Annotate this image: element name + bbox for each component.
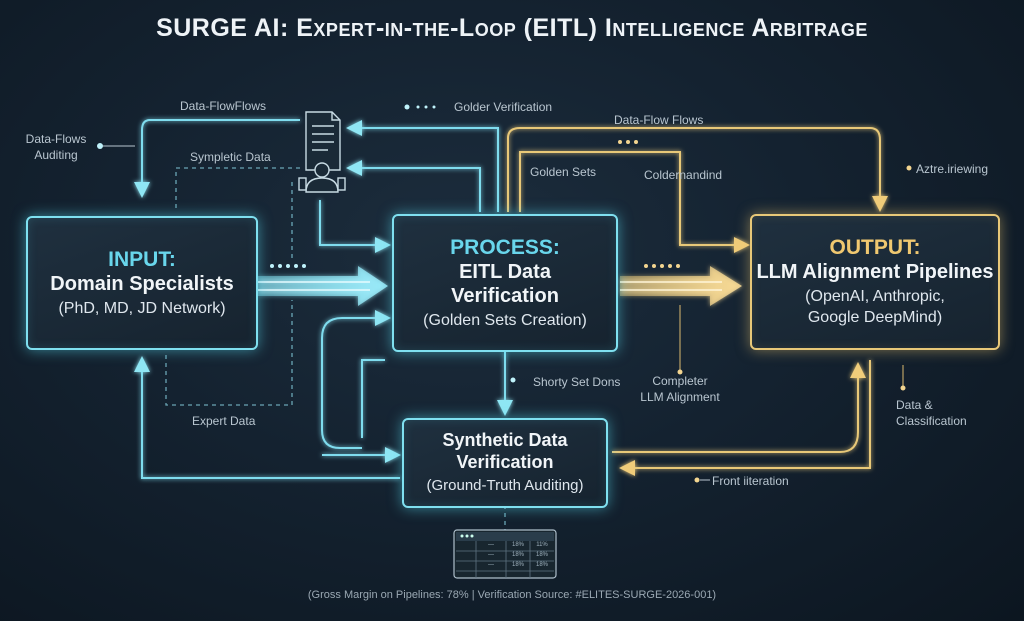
flow-golden-to-output bbox=[519, 151, 750, 253]
label-golden-sets: Golden Sets bbox=[530, 165, 597, 179]
node-input-title: Domain Specialists bbox=[50, 272, 234, 295]
mini-table-cell: 18% bbox=[511, 542, 524, 548]
flow-output-to-synthetic bbox=[619, 360, 871, 476]
mini-table-cell: — bbox=[488, 542, 494, 548]
label-data-and: Data & bbox=[896, 398, 933, 412]
label-classification: Classification bbox=[896, 414, 967, 428]
label-data-flow-flows: Data-Flow Flows bbox=[614, 113, 704, 127]
mini-table-cell: 18% bbox=[511, 552, 524, 558]
label-aztre-iriewing: Aztre.iriewing bbox=[916, 162, 989, 176]
mini-table-cell: 18% bbox=[535, 552, 548, 558]
mini-table-cell: 11% bbox=[536, 542, 548, 548]
node-process-title-line2: Verification bbox=[451, 284, 559, 307]
label-shorty-set-dons: Shorty Set Dons bbox=[533, 375, 621, 389]
flow-process-to-doc bbox=[346, 120, 499, 212]
flow-synthetic-to-output bbox=[612, 362, 866, 453]
mini-table: — 18% 11% — 18% 18% — 18% 18% bbox=[476, 542, 554, 572]
node-synthetic-title-line2: Verification bbox=[456, 451, 554, 472]
node-input-subtitle: (PhD, MD, JD Network) bbox=[58, 299, 226, 317]
mini-table-row: — 18% 18% bbox=[476, 552, 554, 562]
flow-doc-to-process bbox=[319, 200, 391, 253]
label-golder-verification: Golder Verification bbox=[454, 100, 553, 114]
flow-synthetic-to-input bbox=[134, 356, 400, 479]
flow-loop-to-process bbox=[321, 310, 391, 449]
big-arrow-input-process bbox=[258, 266, 388, 306]
node-output: OUTPUT: LLM Alignment Pipelines (OpenAI,… bbox=[750, 214, 1000, 350]
label-front-iiteration: Front iiteration bbox=[712, 474, 789, 488]
node-process-title-line1: EITL Data bbox=[459, 260, 551, 283]
node-process-subtitle: (Golden Sets Creation) bbox=[423, 311, 587, 329]
dots-cyan bbox=[97, 104, 516, 383]
flow-expert-dashed bbox=[165, 300, 293, 406]
footer-note: (Gross Margin on Pipelines: 78% | Verifi… bbox=[307, 589, 717, 601]
node-output-heading: OUTPUT: bbox=[829, 236, 921, 260]
flow-sympletic-dashed bbox=[175, 167, 300, 210]
node-synthetic: Synthetic Data Verification (Ground-Trut… bbox=[402, 418, 608, 508]
node-process: PROCESS: EITL Data Verification (Golden … bbox=[392, 214, 618, 352]
label-data-flows: Data-Flows bbox=[25, 132, 87, 146]
flow-doc-to-input bbox=[134, 119, 300, 198]
document-expert-icon bbox=[298, 111, 346, 193]
label-completer: Completer bbox=[652, 374, 708, 388]
node-input: INPUT: Domain Specialists (PhD, MD, JD N… bbox=[26, 216, 258, 350]
node-synthetic-subtitle: (Ground-Truth Auditing) bbox=[426, 477, 584, 495]
mini-table-cell: — bbox=[488, 562, 494, 568]
node-output-subtitle-line2: Google DeepMind) bbox=[807, 309, 943, 327]
mini-table-row: — 18% 18% bbox=[476, 562, 554, 572]
flow-top-to-output bbox=[507, 127, 888, 212]
label-expert-data: Expert Data bbox=[192, 414, 256, 428]
page-title: SURGE AI: Expert-in-the-Loop (EITL) Inte… bbox=[156, 14, 868, 42]
node-synthetic-title-line1: Synthetic Data bbox=[442, 430, 568, 451]
node-output-title: LLM Alignment Pipelines bbox=[756, 261, 994, 284]
mini-table-cell: 18% bbox=[511, 562, 524, 568]
dots-gold bbox=[618, 140, 912, 483]
label-auditing: Auditing bbox=[34, 148, 78, 162]
mini-table-row: — 18% 11% bbox=[476, 542, 554, 552]
label-data-flowflows: Data-FlowFlows bbox=[180, 99, 267, 113]
flow-loop-inner bbox=[361, 359, 385, 438]
mini-table-cell: 18% bbox=[535, 562, 548, 568]
big-arrow-process-output bbox=[620, 266, 742, 306]
node-input-heading: INPUT: bbox=[108, 247, 176, 271]
mini-table-cell: — bbox=[488, 552, 494, 558]
flow-process-to-doc-2 bbox=[346, 160, 481, 212]
node-process-heading: PROCESS: bbox=[450, 235, 560, 259]
mini-table-icon bbox=[453, 529, 557, 579]
label-llm-alignment: LLM Alignment bbox=[640, 390, 720, 404]
label-coldernandind: Coldernandind bbox=[644, 168, 723, 182]
label-sympletic-data: Sympletic Data bbox=[190, 150, 271, 164]
node-output-subtitle-line1: (OpenAI, Anthropic, bbox=[805, 288, 945, 306]
